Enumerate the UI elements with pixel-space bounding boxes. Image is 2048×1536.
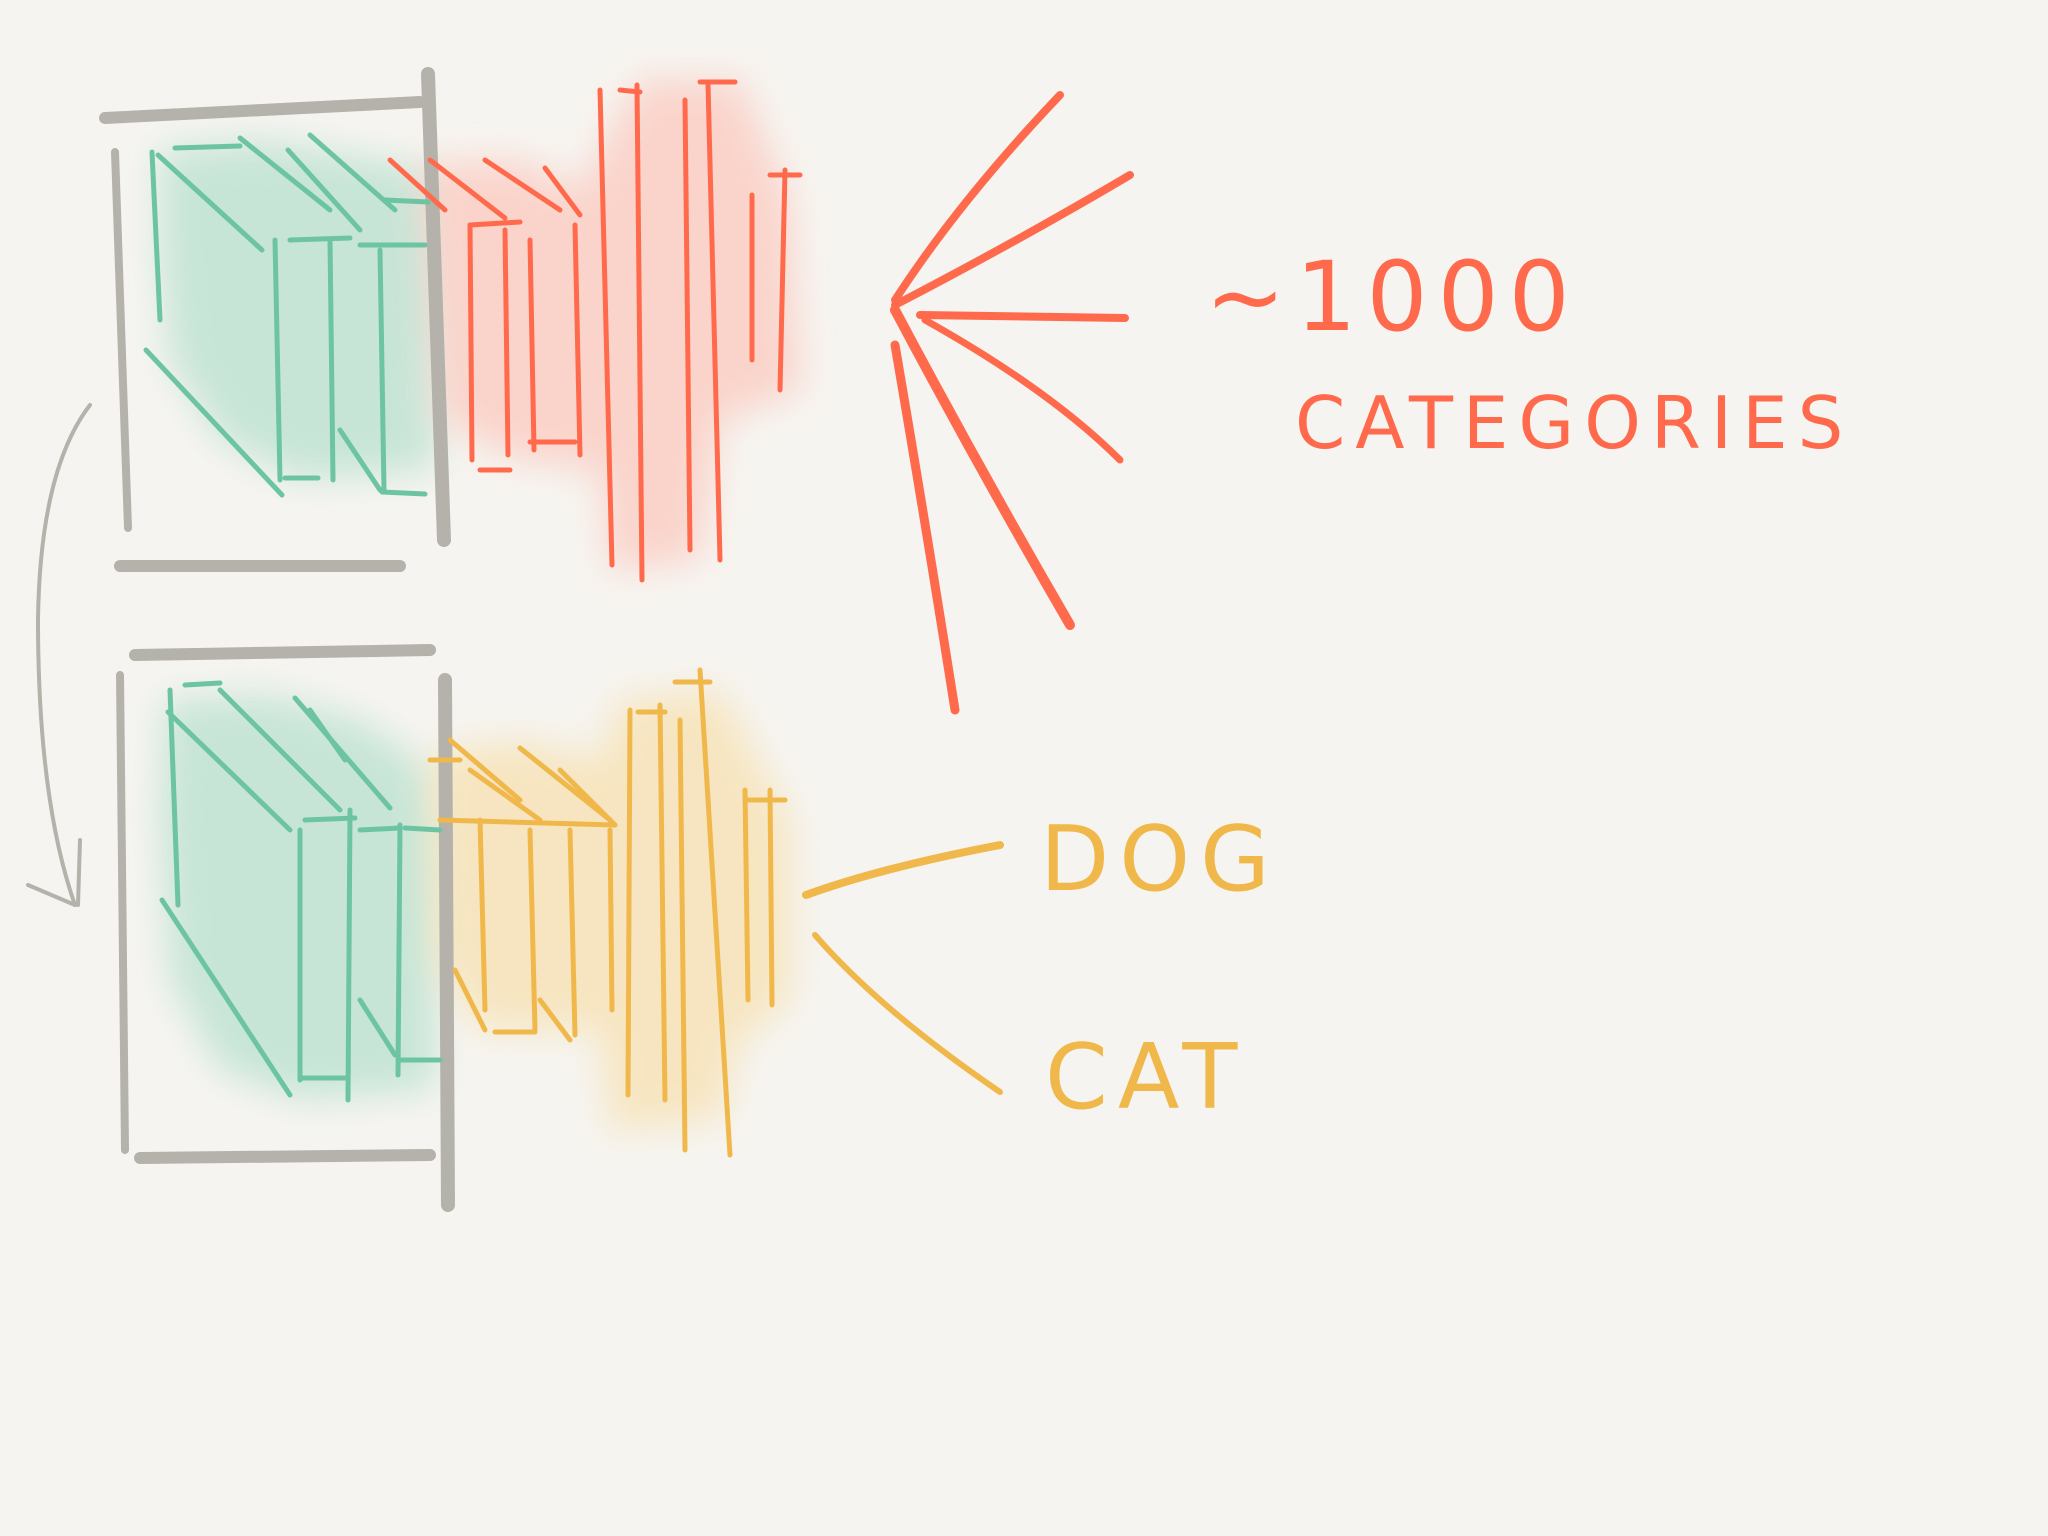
top-head-bars xyxy=(387,79,803,583)
bottom-dog-label: DOG xyxy=(1040,807,1280,912)
top-output-fan xyxy=(890,91,1134,715)
bottom-head-bars xyxy=(427,667,788,1158)
top-conv-wash xyxy=(160,140,440,480)
bottom-output-lines xyxy=(802,841,1004,1095)
bottom-conv-blocks xyxy=(159,680,443,1103)
top-frame xyxy=(99,67,451,572)
bottom-frame xyxy=(116,644,455,1212)
bottom-cat-label: CAT xyxy=(1045,1025,1247,1130)
top-categories-label: CATEGORIES xyxy=(1295,381,1853,465)
bottom-network: DOG CAT xyxy=(116,644,1280,1212)
top-conv-blocks xyxy=(143,132,431,498)
top-count-label: ~1000 xyxy=(1205,241,1580,353)
top-network: ~1000 CATEGORIES xyxy=(99,67,1853,715)
transfer-arrow xyxy=(26,403,92,907)
top-head-wash xyxy=(420,80,800,570)
